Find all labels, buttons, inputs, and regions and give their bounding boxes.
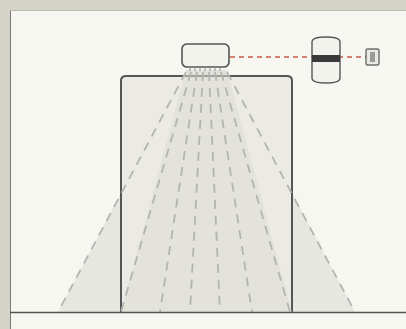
air-stream-line xyxy=(120,71,192,313)
air-stream-line xyxy=(57,71,187,313)
switch-toggle xyxy=(370,52,375,62)
emitter-body xyxy=(181,43,230,68)
air-stream-line xyxy=(214,71,253,313)
controller-band xyxy=(312,55,340,62)
air-stream-line xyxy=(159,71,198,313)
air-curtain-unit-icon xyxy=(181,43,230,71)
air-stream-line xyxy=(226,71,356,313)
air-stream-line xyxy=(208,71,221,313)
cylindrical-controller-icon xyxy=(311,36,341,84)
air-stream-line xyxy=(189,71,204,313)
emitter-vents xyxy=(189,67,221,71)
wall-switch-icon xyxy=(365,48,380,66)
air-stream-lines xyxy=(57,71,356,313)
air-stream-line xyxy=(220,71,291,313)
inner-spray-cone xyxy=(121,70,292,312)
